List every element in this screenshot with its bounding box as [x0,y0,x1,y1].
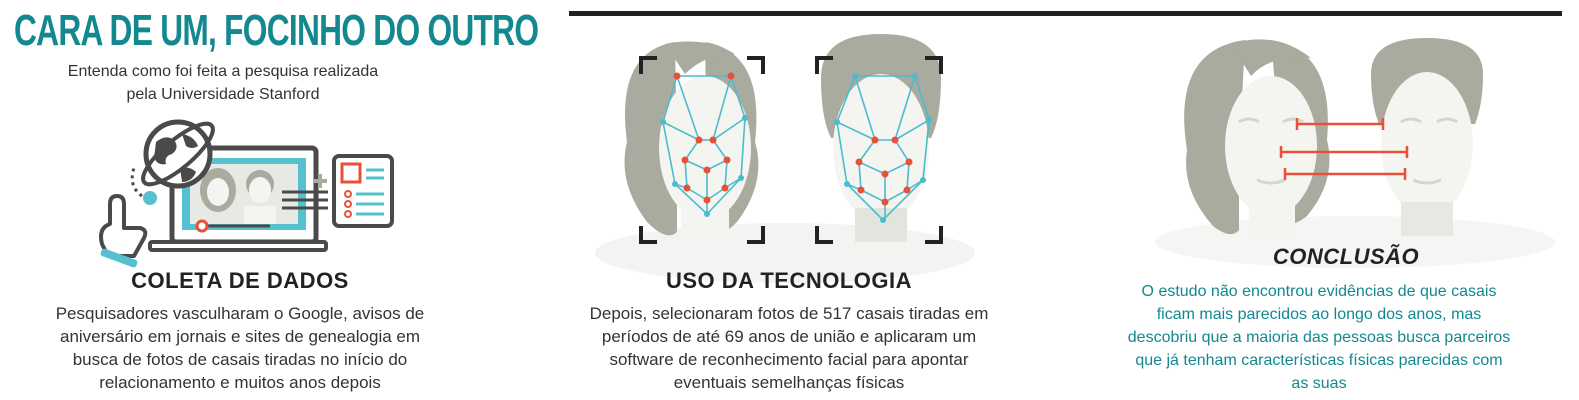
section-title-technology: USO DA TECNOLOGIA [665,268,913,293]
face-landmarks-left [673,72,735,204]
globe-icon [130,119,215,205]
scan-frame-right [815,56,943,244]
male-face-mesh-icon [821,34,941,242]
face-mesh-right [836,75,930,222]
section-body-technology: Depois, selecionaram fotos de 517 casais… [589,304,989,392]
comparison-lines-icon [1279,118,1409,180]
conclusion-illustration [1155,38,1555,268]
plus-icon [313,174,327,188]
face-landmarks-right [855,136,913,206]
section-title-data-collection: COLETA DE DADOS [131,268,349,293]
female-face-icon [1184,39,1330,238]
data-collection-illustration [99,119,394,268]
page-title: CARA DE UM, FOCINHO DO OUTRO [14,6,539,55]
section-body-conclusion: O estudo não encontrou evidências de que… [1127,283,1511,392]
face-mesh-icon [662,75,746,216]
form-icon [332,154,394,228]
info-lines [282,190,328,210]
male-face-icon [1371,38,1483,236]
scan-frame-left [639,56,765,244]
mesh-nodes-left [660,115,748,217]
page-subtitle: Entenda como foi feita a pesquisa realiz… [67,63,379,103]
face-recognition-illustration [595,34,975,283]
section-body-data-collection: Pesquisadores vasculharam o Google, avis… [55,304,425,392]
top-divider [569,11,1562,16]
photo-icon [190,164,298,233]
mesh-nodes-right [834,73,932,223]
female-face-mesh-icon [624,41,759,238]
hand-pointer-icon [99,194,148,268]
section-title-conclusion: CONCLUSÃO [1272,244,1420,269]
